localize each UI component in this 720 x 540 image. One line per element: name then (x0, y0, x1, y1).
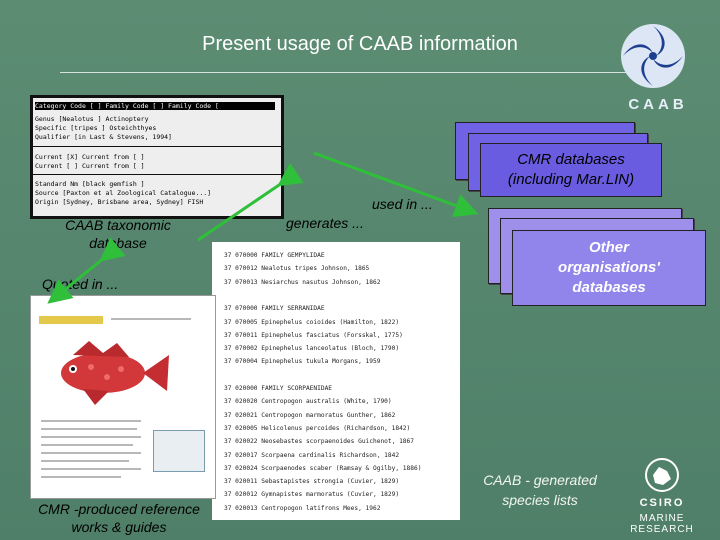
label-line: works & guides (71, 519, 167, 535)
book-text-line (41, 428, 137, 430)
used-in-label: used in ... (372, 196, 433, 212)
box-line: (including Mar.LIN) (507, 171, 635, 188)
species-list-line: 37 070004 Epinephelus tukula Morgans, 19… (224, 358, 381, 366)
species-list-line: 37 070002 Epinephelus lanceolatus (Bloch… (224, 345, 400, 353)
other-organisations-box: Other organisations' databases (512, 230, 706, 306)
species-list-line: 37 070012 Nealotus tripes Johnson, 1865 (224, 265, 370, 273)
species-list-line: 37 020011 Sebastapistes strongia (Cuvier… (224, 478, 400, 486)
terminal-row: Genus [Nealotus ] Actinoptery (35, 115, 149, 123)
book-text-line (41, 460, 129, 462)
book-text-line (41, 452, 141, 454)
species-list-line: 37 070000 FAMILY SERRANIDAE (224, 305, 325, 313)
cmr-databases-box: CMR databases (including Mar.LIN) (480, 143, 662, 197)
book-text-line (41, 444, 133, 446)
terminal-divider (33, 174, 281, 175)
label-line: species lists (502, 492, 578, 508)
book-text-line (41, 420, 141, 422)
cmr-reference-works-label: CMR -produced reference works & guides (24, 500, 214, 536)
caab-generated-species-lists-label: CAAB - generated species lists (470, 470, 610, 510)
box-line: Other (588, 239, 629, 256)
species-list-line: 37 020000 FAMILY SCORPAENIDAE (224, 385, 333, 392)
slide-title: Present usage of CAAB information (202, 33, 518, 55)
species-list-line: 37 020017 Scorpaena cardinalis Richardso… (224, 451, 400, 459)
label-line: database (89, 235, 147, 251)
box-line: organisations' (558, 259, 660, 276)
terminal-row: Current [X] Current from [ ] (35, 153, 145, 161)
terminal-row: Current [ ] Current from [ ] (35, 162, 145, 170)
terminal-row: Source [Paxton et al Zoological Catalogu… (35, 189, 212, 197)
csiro-logo-text: CSIRO (639, 497, 685, 509)
species-list-line: 37 070011 Epinephelus fasciatus (Forsska… (224, 331, 403, 339)
title-divider (60, 72, 640, 73)
species-list-line: 37 070000 FAMILY GEMPYLIDAE (224, 252, 325, 259)
species-list-document: 37 070000 FAMILY GEMPYLIDAE 37 070012 Nea… (212, 242, 460, 520)
species-list-line: 37 020012 Gymnapistes marmoratus (Cuvier… (224, 491, 400, 499)
species-list-line: 37 070013 Nesiarchus nasutus Johnson, 18… (224, 278, 381, 286)
book-text-line (111, 318, 191, 320)
species-list-line: 37 020021 Centropogon marmoratus Gunther… (224, 411, 396, 419)
book-header-bar (39, 316, 103, 324)
terminal-divider (33, 146, 281, 147)
caab-logo-text: CAAB (628, 96, 688, 113)
label-line: CAAB - generated (483, 472, 597, 488)
book-text-line (41, 436, 141, 438)
label-line: CMR -produced reference (38, 501, 200, 517)
caab-terminal-screenshot: Category Code [ ] Family Code [ ] Family… (30, 95, 284, 219)
box-line: CMR databases (517, 151, 625, 168)
fish-illustration-icon (61, 341, 169, 405)
distribution-map-icon (153, 430, 205, 472)
csiro-logo-icon (645, 458, 679, 492)
terminal-row: Category Code [ ] Family Code [ ] Family… (35, 102, 275, 110)
caab-logo-icon (621, 24, 685, 88)
generates-label: generates ... (286, 215, 364, 231)
terminal-row: Standard Nm [black gemfish ] (35, 180, 145, 188)
caab-taxonomic-database-label: CAAB taxonomic database (48, 216, 188, 252)
species-list-line: 37 020005 Helicolenus percoides (Richard… (224, 424, 411, 432)
book-text-line (41, 468, 141, 470)
book-text-line (41, 476, 121, 478)
marine-research-text: MARINE RESEARCH (630, 513, 694, 535)
species-list-line: 37 020022 Neosebastes scorpaenoides Guic… (224, 438, 414, 446)
terminal-row: Specific [tripes ] Osteichthyes (35, 124, 157, 132)
terminal-row: Origin [Sydney, Brisbane area, Sydney] F… (35, 198, 204, 206)
reference-book-page (30, 295, 216, 499)
species-list-line: 37 020024 Scorpaenodes scaber (Ramsay & … (224, 464, 422, 472)
box-line: databases (572, 279, 646, 296)
species-list-line: 37 020020 Centropogon australis (White, … (224, 398, 392, 406)
species-list-line: 37 020013 Centropogon latifrons Mees, 19… (224, 504, 381, 512)
terminal-row: Qualifier [in Last & Stevens, 1994] (35, 133, 172, 141)
quoted-in-label: Quoted in ... (42, 276, 119, 292)
label-line: CAAB taxonomic (65, 217, 171, 233)
species-list-line: 37 070005 Epinephelus coioides (Hamilton… (224, 318, 400, 326)
